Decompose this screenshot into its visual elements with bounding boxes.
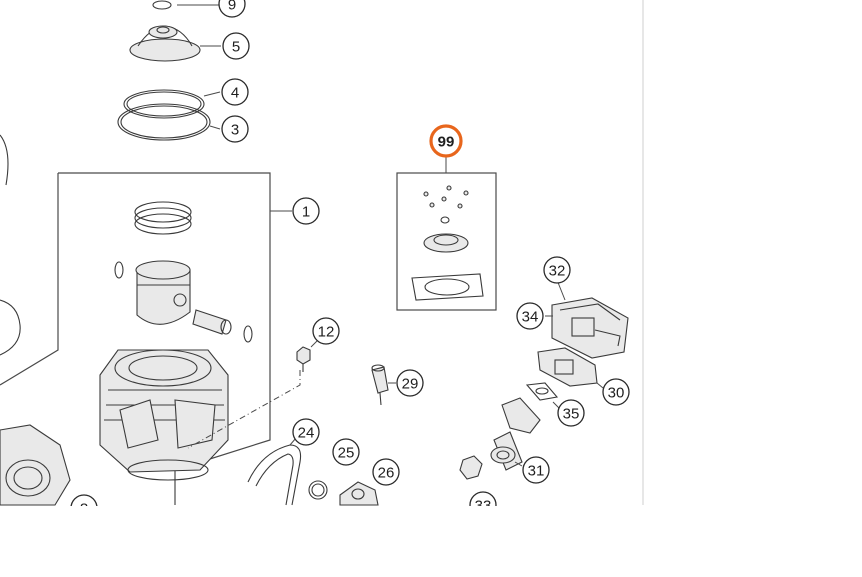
callout-number: 3 (231, 122, 239, 139)
leader-31 (514, 461, 523, 467)
callout-5[interactable]: 5 (222, 32, 250, 60)
callout-ring (222, 32, 250, 60)
callout-32[interactable]: 32 (543, 256, 571, 284)
callout-ring (218, 0, 246, 18)
part-24-gasket[interactable] (247, 444, 302, 506)
callout-4[interactable]: 4 (221, 78, 249, 106)
callout-29[interactable]: 29 (396, 369, 424, 397)
part-35-gasket[interactable] (525, 382, 559, 401)
leader-4 (203, 91, 221, 97)
callout-number: 5 (232, 39, 240, 56)
cylinder-kit-frame-left (0, 173, 59, 386)
callout-ring (372, 458, 400, 486)
callout-31[interactable]: 31 (522, 456, 550, 484)
callout-number: 31 (528, 463, 545, 480)
callout-30[interactable]: 30 (602, 378, 630, 406)
left-edge-part-outline (0, 134, 9, 186)
callout-number: 32 (549, 263, 566, 280)
part-34-valve-housing[interactable] (551, 297, 629, 359)
callout-24[interactable]: 24 (292, 418, 320, 446)
leader-3 (209, 125, 221, 130)
part-9-washer[interactable] (152, 0, 172, 10)
part-3-o-ring[interactable] (117, 103, 211, 141)
part-29-sensor[interactable] (371, 364, 389, 406)
part-26-flange[interactable] (339, 481, 379, 506)
callout-3[interactable]: 3 (221, 115, 249, 143)
piston-pin[interactable] (192, 309, 232, 335)
bolt-axis-line (187, 370, 301, 449)
circlip-left[interactable] (114, 261, 124, 279)
circlip-right[interactable] (243, 325, 253, 343)
callout-ring (516, 302, 544, 330)
callout-ring (557, 399, 585, 427)
callout-ring (292, 418, 320, 446)
callout-ring (221, 78, 249, 106)
callout-35[interactable]: 35 (557, 399, 585, 427)
part-31-shaft[interactable] (490, 397, 541, 471)
callout-26[interactable]: 26 (372, 458, 400, 486)
callout-number: 29 (402, 376, 419, 393)
callout-number: 26 (378, 465, 395, 482)
gasket-kit-frame (396, 172, 497, 311)
callout-ring (292, 197, 320, 225)
callout-number: 30 (608, 385, 625, 402)
callout-ring (221, 115, 249, 143)
callout-number: 25 (338, 445, 355, 462)
piston-rings[interactable] (134, 201, 192, 235)
left-edge-gasket (0, 299, 21, 356)
callout-number: 34 (522, 309, 539, 326)
callout-ring (312, 317, 340, 345)
callout-number: 1 (302, 204, 310, 221)
callout-number: 12 (318, 324, 335, 341)
callout-number: 9 (228, 0, 236, 14)
callout-34[interactable]: 34 (516, 302, 544, 330)
callout-number: 4 (231, 85, 239, 102)
cylinder-kit-frame (58, 172, 271, 505)
callout-12[interactable]: 12 (312, 317, 340, 345)
callout-9[interactable]: 9 (218, 0, 246, 18)
callout-number: 99 (438, 134, 455, 151)
part-12-bolt[interactable] (296, 346, 311, 372)
bottom-blank-area (0, 506, 862, 577)
callout-25[interactable]: 25 (332, 438, 360, 466)
part-4-gasket-ring[interactable] (123, 89, 205, 119)
callout-ring (332, 438, 360, 466)
callout-number: 35 (563, 406, 580, 423)
left-edge-intake-part (0, 424, 71, 506)
cylinder[interactable] (99, 349, 229, 481)
callout-ring (429, 124, 463, 158)
piston[interactable] (135, 260, 191, 325)
callout-ring (522, 456, 550, 484)
callout-ring (543, 256, 571, 284)
part-25-o-ring[interactable] (308, 480, 328, 500)
leader-30 (596, 382, 604, 389)
callout-number: 24 (298, 425, 315, 442)
callout-99[interactable]: 99 (429, 124, 463, 158)
callout-ring (602, 378, 630, 406)
callout-1[interactable]: 1 (292, 197, 320, 225)
gasket-kit-parts[interactable] (411, 185, 484, 301)
callout-ring (396, 369, 424, 397)
part-5-cover-cap[interactable] (129, 25, 201, 62)
part-33-nut[interactable] (459, 455, 483, 480)
